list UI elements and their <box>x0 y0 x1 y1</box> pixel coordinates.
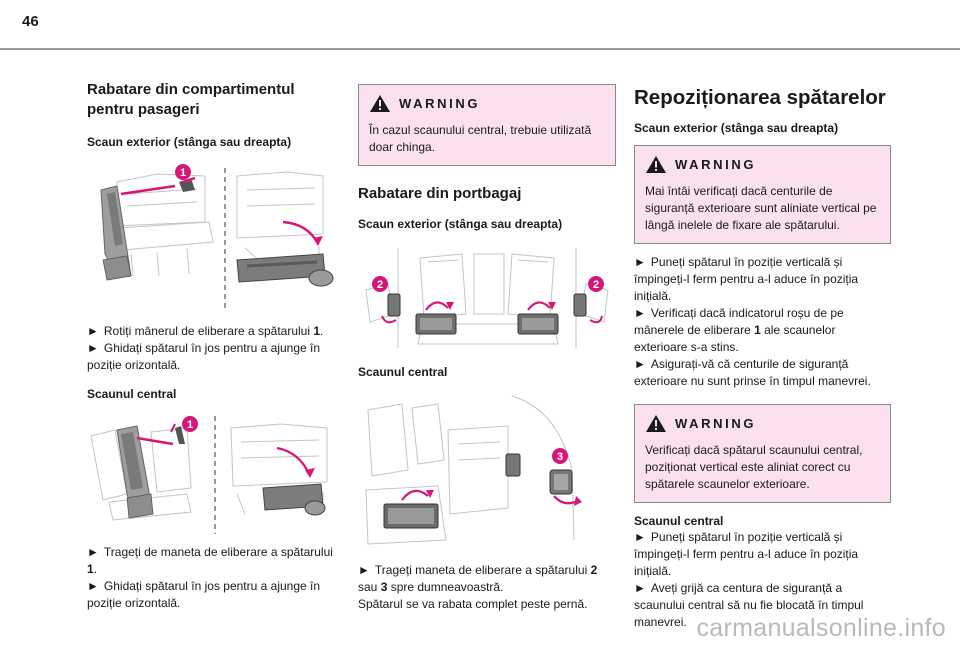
header-rule <box>0 48 960 50</box>
warning-text: Verificați dacă spătarul scaunului centr… <box>645 443 863 491</box>
warning-box: WARNING Verificați dacă spătarul scaunul… <box>634 404 891 503</box>
subheading-center-seat: Scaunul central <box>634 514 724 528</box>
callout-2-left: 2 <box>377 279 383 291</box>
warning-box: WARNING În cazul scaunului central, treb… <box>358 84 616 166</box>
callout-2-right: 2 <box>593 279 599 291</box>
warning-triangle-icon <box>646 415 666 432</box>
figure-outer-seat-fold: 1 <box>100 164 334 310</box>
subheading-outer-seat: Scaun exterior (stânga sau dreapta) <box>634 121 839 135</box>
step: ►Asigurați-vă că centurile de siguranță … <box>634 357 871 388</box>
arrow-bullet: ► <box>87 545 99 559</box>
section-title-trunk: Rabatare din portbagaj <box>358 185 522 202</box>
warning-box: WARNING Mai întâi verificați dacă centur… <box>634 145 891 244</box>
step: ►Aveți grijă ca centura de siguranță a s… <box>634 581 864 629</box>
subheading-outer-seat: Scaun exterior (stânga sau dreapta) <box>87 135 292 149</box>
warning-label: WARNING <box>675 416 757 431</box>
step: ►Ghidați spătarul în jos pentru a ajunge… <box>87 341 321 372</box>
step: ►Trageți maneta de eliberare a spătarulu… <box>358 563 598 594</box>
callout-1: 1 <box>187 419 193 431</box>
subheading-center-seat: Scaunul central <box>358 365 448 379</box>
section-title-repositioning: Repoziționarea spătarelor <box>634 86 886 109</box>
warning-text: Mai întâi verificați dacă centurile de s… <box>645 184 877 232</box>
column-middle: WARNING În cazul scaunului central, treb… <box>358 84 616 613</box>
warning-triangle-icon <box>370 95 390 112</box>
subheading-outer-seat: Scaun exterior (stânga sau dreapta) <box>358 217 563 231</box>
column-left: Rabatare din compartimentul pentru pasag… <box>87 80 342 612</box>
column-right: Repoziționarea spătarelor Scaun exterior… <box>634 85 891 631</box>
callout-1: 1 <box>180 167 186 179</box>
figure-center-seat-fold: 1 <box>90 416 328 534</box>
arrow-bullet: ► <box>634 357 646 371</box>
watermark-link[interactable]: carmanualsonline.info <box>696 614 946 642</box>
step: ►Ghidați spătarul în jos pentru a ajunge… <box>87 579 321 610</box>
section-title-passenger: Rabatare din compartimentul pentru pasag… <box>87 81 295 118</box>
page-number: 46 <box>22 13 39 30</box>
step: ►Rotiți mânerul de eliberare a spătarulu… <box>87 324 324 338</box>
step: ►Verificați dacă indicatorul roșu de pe … <box>634 306 844 354</box>
warning-text: În cazul scaunului central, trebuie util… <box>369 123 592 154</box>
arrow-bullet: ► <box>358 563 370 577</box>
subheading-center-seat: Scaunul central <box>87 387 177 401</box>
step: ►Puneți spătarul în poziție verticală și… <box>634 530 859 578</box>
arrow-bullet: ► <box>87 579 99 593</box>
warning-label: WARNING <box>399 96 481 111</box>
arrow-bullet: ► <box>87 324 99 338</box>
callout-3: 3 <box>557 451 563 463</box>
figure-trunk-center-lever: 3 <box>365 395 582 545</box>
note: Spătarul se va rabata complet peste pern… <box>358 597 588 611</box>
warning-label: WARNING <box>675 157 757 172</box>
arrow-bullet: ► <box>634 581 646 595</box>
arrow-bullet: ► <box>634 530 646 544</box>
step: ►Puneți spătarul în poziție verticală și… <box>634 255 859 303</box>
figure-trunk-outer-levers: 2 2 <box>365 248 609 348</box>
arrow-bullet: ► <box>87 341 99 355</box>
arrow-bullet: ► <box>634 306 646 320</box>
arrow-bullet: ► <box>634 255 646 269</box>
steps-outer: ►Puneți spătarul în poziție verticală și… <box>634 254 891 390</box>
warning-triangle-icon <box>646 156 666 173</box>
step: ►Trageți de maneta de eliberare a spătar… <box>87 545 333 576</box>
